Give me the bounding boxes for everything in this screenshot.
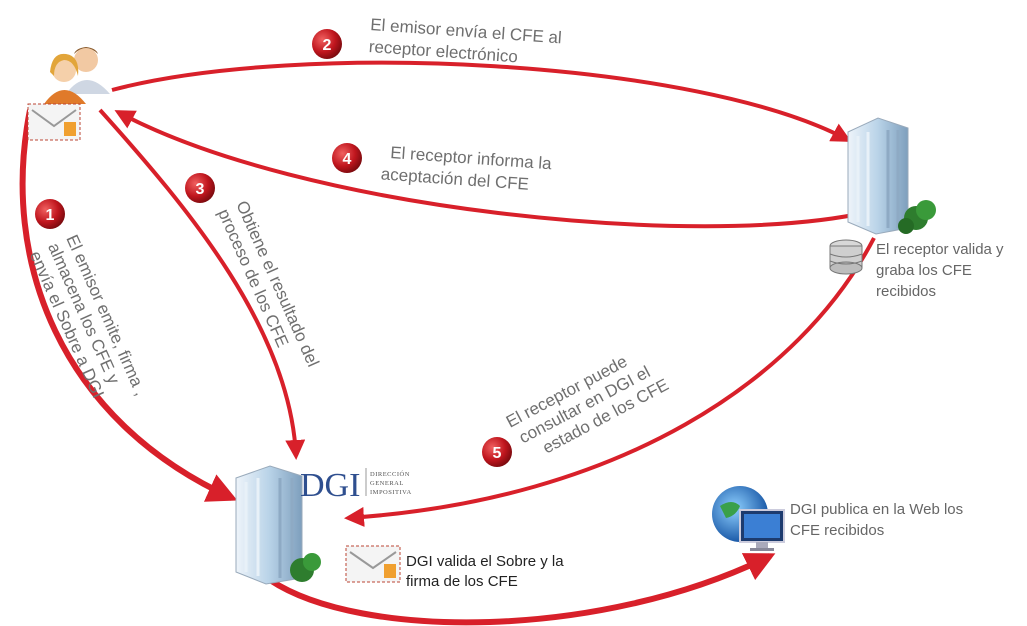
dgi-logo-line-3: IMPOSITIVA: [370, 489, 412, 496]
dgi-logo-line-1: DIRECCIÓN: [370, 470, 410, 478]
step-4-label: El receptor informa la aceptación del CF…: [380, 143, 553, 194]
step-badge-3: 3: [185, 173, 215, 203]
receiver-note: El receptor valida y graba los CFE recib…: [876, 241, 1004, 300]
svg-text:1: 1: [46, 207, 55, 224]
envelope-icon: [345, 545, 401, 583]
step-5-label: El receptor puede consultar en DGI el es…: [503, 352, 672, 458]
svg-text:3: 3: [196, 181, 205, 198]
svg-text:5: 5: [493, 445, 502, 462]
receiver-note-line-2: graba los CFE: [876, 262, 972, 279]
arrow-step-2: [111, 60, 852, 142]
receiver-note-line-1: El receptor valida y: [876, 241, 1004, 258]
dgi-logo: DGI DIRECCIÓN GENERAL IMPOSITIVA: [300, 467, 412, 504]
arrow-step-5: [344, 237, 876, 527]
envelope-icon: [27, 103, 81, 141]
arrow-step-3: [98, 108, 306, 460]
dgi-publishes-line-1: DGI publica en la Web los: [790, 501, 963, 518]
users-icon: [44, 47, 110, 104]
svg-text:2: 2: [323, 37, 332, 54]
arrow-step-1: [19, 109, 238, 502]
step-3-label: Obtiene el resultado del proceso de los …: [214, 198, 323, 370]
dgi-validates-note: DGI valida el Sobre y la firma de los CF…: [406, 553, 564, 590]
database-icon: [829, 239, 863, 275]
dgi-logo-line-2: GENERAL: [370, 480, 404, 487]
dgi-logo-text: DGI: [300, 467, 360, 504]
dgi-validates-line-1: DGI valida el Sobre y la: [406, 553, 564, 570]
svg-text:4: 4: [343, 151, 352, 168]
receiver-note-line-3: recibidos: [876, 283, 936, 300]
arrow-publish: [268, 553, 776, 626]
globe-monitor-icon: [712, 486, 785, 551]
dgi-publishes-line-2: CFE recibidos: [790, 522, 884, 539]
receiver-building-icon: [847, 117, 936, 235]
arrows: [19, 60, 876, 626]
step-badge-5: 5: [482, 437, 512, 467]
step-badge-2: 2: [312, 29, 342, 59]
dgi-building-icon: [235, 465, 321, 585]
dgi-validates-line-2: firma de los CFE: [406, 573, 518, 590]
dgi-publishes-note: DGI publica en la Web los CFE recibidos: [790, 501, 963, 539]
step-badge-4: 4: [332, 143, 362, 173]
step-badge-1: 1: [35, 199, 65, 229]
step-1-label: El emisor emite, firma , almacena los CF…: [26, 232, 151, 401]
arrow-step-4: [114, 110, 869, 229]
